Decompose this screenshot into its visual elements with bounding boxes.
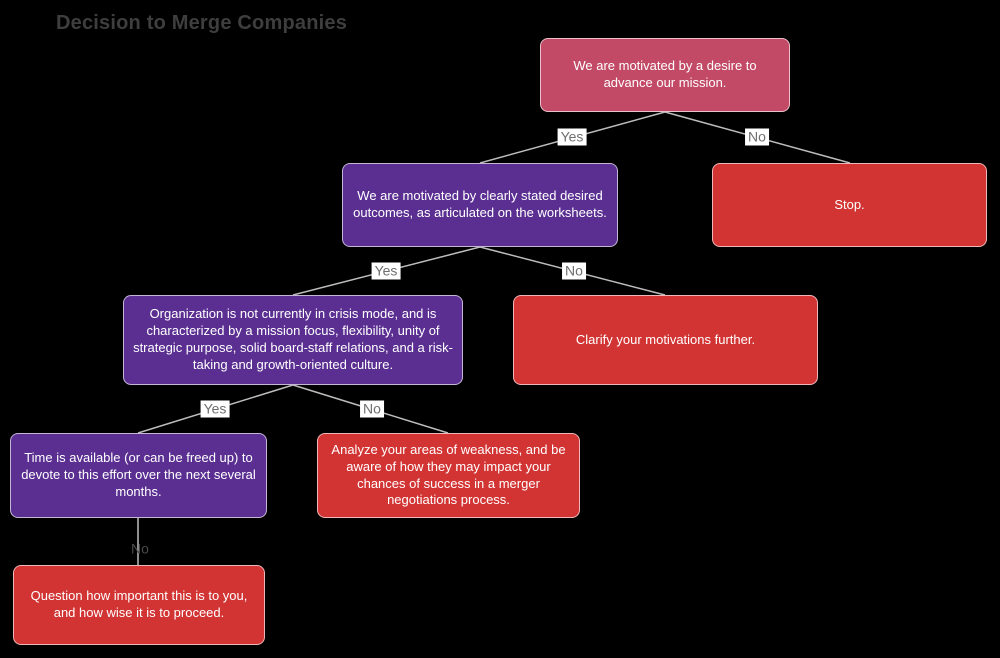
node-analyze: Analyze your areas of weakness, and be a… — [317, 433, 580, 518]
node-analyze-text: Analyze your areas of weakness, and be a… — [331, 441, 566, 508]
node-crisis: Organization is not currently in crisis … — [123, 295, 463, 385]
node-outcomes-text: We are motivated by clearly stated desir… — [353, 188, 607, 220]
edge-label-time-question: No — [131, 540, 149, 557]
edge-label-mission-outcomes: Yes — [557, 128, 587, 146]
edge-label-outcomes-clarify: No — [562, 262, 586, 280]
node-mission-text: We are motivated by a desire to advance … — [573, 58, 757, 90]
node-question-text: Question how important this is to you, a… — [30, 588, 248, 620]
page-title: Decision to Merge Companies — [56, 12, 348, 34]
node-crisis-text: Organization is not currently in crisis … — [133, 306, 453, 372]
node-outcomes: We are motivated by clearly stated desir… — [342, 163, 618, 247]
node-clarify: Clarify your motivations further. — [513, 295, 818, 385]
edge-label-crisis-time: Yes — [200, 400, 230, 418]
node-question: Question how important this is to you, a… — [13, 565, 265, 645]
node-time: Time is available (or can be freed up) t… — [10, 433, 267, 518]
node-stop-text: Stop. — [834, 196, 865, 212]
edge-label-mission-stop: No — [745, 128, 769, 146]
edge-label-crisis-analyze: No — [360, 400, 384, 418]
node-clarify-text: Clarify your motivations further. — [575, 331, 756, 347]
node-mission: We are motivated by a desire to advance … — [540, 38, 790, 112]
node-stop: Stop. — [712, 163, 987, 247]
node-time-text: Time is available (or can be freed up) t… — [21, 450, 256, 499]
edge-label-outcomes-crisis: Yes — [371, 262, 401, 280]
